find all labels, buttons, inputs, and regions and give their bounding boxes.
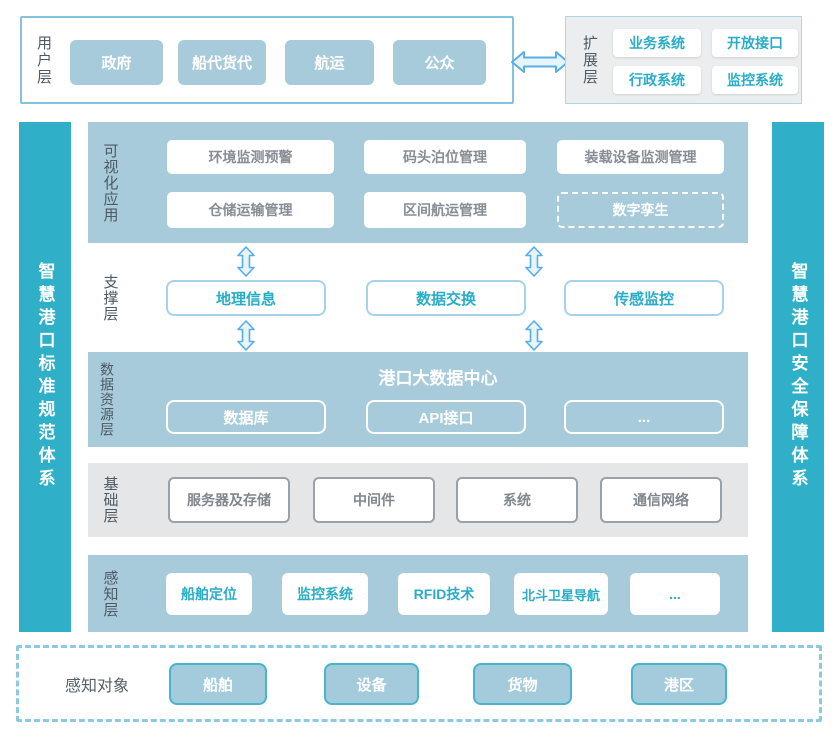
data-resource-label-wrap: 数据资源层 <box>96 352 118 447</box>
data-box-database: 数据库 <box>166 400 326 434</box>
percep-box-rfid: RFID技术 <box>398 573 490 615</box>
right-security-system-bar: 智慧港口安全保障体系 <box>772 122 824 632</box>
user-layer-label-wrap: 用户层 <box>35 18 52 102</box>
user-item-government: 政府 <box>70 40 163 85</box>
app-box-env-monitoring: 环境监测预警 <box>167 140 334 174</box>
extension-layer-label: 扩展层 <box>581 34 598 86</box>
app-box-digital-twin-dashed: 数字孪生 <box>557 192 724 228</box>
vertical-double-arrow-icon <box>525 246 543 277</box>
percep-box-beidou-nav: 北斗卫星导航 <box>514 573 608 615</box>
object-box-cargo: 货物 <box>473 663 572 705</box>
vertical-double-arrow-icon <box>237 246 255 277</box>
extension-layer-panel: 扩展层 业务系统 开放接口 行政系统 监控系统 <box>565 16 802 104</box>
vertical-double-arrow-icon <box>525 320 543 351</box>
infra-box-system: 系统 <box>456 477 578 523</box>
data-box-ellipsis: ... <box>564 400 724 434</box>
support-box-geographic-info: 地理信息 <box>166 280 326 316</box>
app-box-warehouse-transport: 仓储运输管理 <box>167 192 334 228</box>
right-bar-text: 智慧港口安全保障体系 <box>788 262 808 492</box>
user-item-shipping-agent: 船代货代 <box>178 40 266 85</box>
user-layer-panel: 用户层 政府 船代货代 航运 公众 <box>20 16 514 104</box>
ext-item-open-interface: 开放接口 <box>712 29 798 57</box>
perception-objects-panel: 感知对象 船舶 设备 货物 港区 <box>16 645 822 722</box>
bigdata-center-title: 港口大数据中心 <box>378 369 498 388</box>
object-box-port-area: 港区 <box>631 663 727 705</box>
foundation-label-wrap: 基础层 <box>98 463 122 537</box>
left-standard-system-bar: 智慧港口标准规范体系 <box>19 122 71 632</box>
app-box-interval-shipping: 区间航运管理 <box>364 192 526 228</box>
layer-perception: 感知层 船舶定位 监控系统 RFID技术 北斗卫星导航 ... <box>88 555 748 632</box>
layer-foundation: 基础层 服务器及存储 中间件 系统 通信网络 <box>88 463 748 537</box>
ext-item-monitor-system: 监控系统 <box>712 66 798 94</box>
app-box-berth-management: 码头泊位管理 <box>364 140 526 174</box>
percep-box-monitor-system: 监控系统 <box>282 573 368 615</box>
infra-box-middleware: 中间件 <box>313 477 435 523</box>
user-item-public: 公众 <box>393 40 486 85</box>
layer-visualization: 可视化应用 环境监测预警 码头泊位管理 装载设备监测管理 仓储运输管理 区间航运… <box>88 122 748 243</box>
layer-support: 支撑层 地理信息 数据交换 传感监控 <box>88 243 748 352</box>
support-box-sensor-monitor: 传感监控 <box>564 280 724 316</box>
percep-box-ellipsis: ... <box>630 573 720 615</box>
infra-box-comm-network: 通信网络 <box>600 477 722 523</box>
user-item-shipping: 航运 <box>285 40 374 85</box>
vertical-double-arrow-icon <box>237 320 255 351</box>
visualization-label-wrap: 可视化应用 <box>98 122 122 243</box>
percep-box-ship-positioning: 船舶定位 <box>166 573 252 615</box>
data-box-api-interface: API接口 <box>366 400 526 434</box>
infra-box-server-storage: 服务器及存储 <box>168 477 290 523</box>
perception-label: 感知层 <box>101 569 119 618</box>
user-layer-label: 用户层 <box>35 34 52 86</box>
perception-objects-label: 感知对象 <box>65 677 130 695</box>
support-label-wrap: 支撑层 <box>98 243 122 352</box>
support-box-data-exchange: 数据交换 <box>366 280 526 316</box>
horizontal-double-arrow-icon <box>510 49 570 75</box>
ext-item-admin-system: 行政系统 <box>613 66 701 94</box>
left-bar-text: 智慧港口标准规范体系 <box>35 262 55 492</box>
perception-label-wrap: 感知层 <box>98 555 122 632</box>
object-box-equipment: 设备 <box>324 663 419 705</box>
app-box-loading-equipment: 装载设备监测管理 <box>557 140 724 174</box>
data-resource-label: 数据资源层 <box>99 362 115 437</box>
visualization-label: 可视化应用 <box>101 142 119 223</box>
ext-item-business-system: 业务系统 <box>613 29 701 57</box>
object-box-ship: 船舶 <box>169 663 267 705</box>
layer-data-resource: 数据资源层 港口大数据中心 数据库 API接口 ... <box>88 352 748 447</box>
foundation-label: 基础层 <box>101 476 119 524</box>
support-label: 支撑层 <box>101 273 119 322</box>
extension-layer-label-wrap: 扩展层 <box>581 17 598 103</box>
